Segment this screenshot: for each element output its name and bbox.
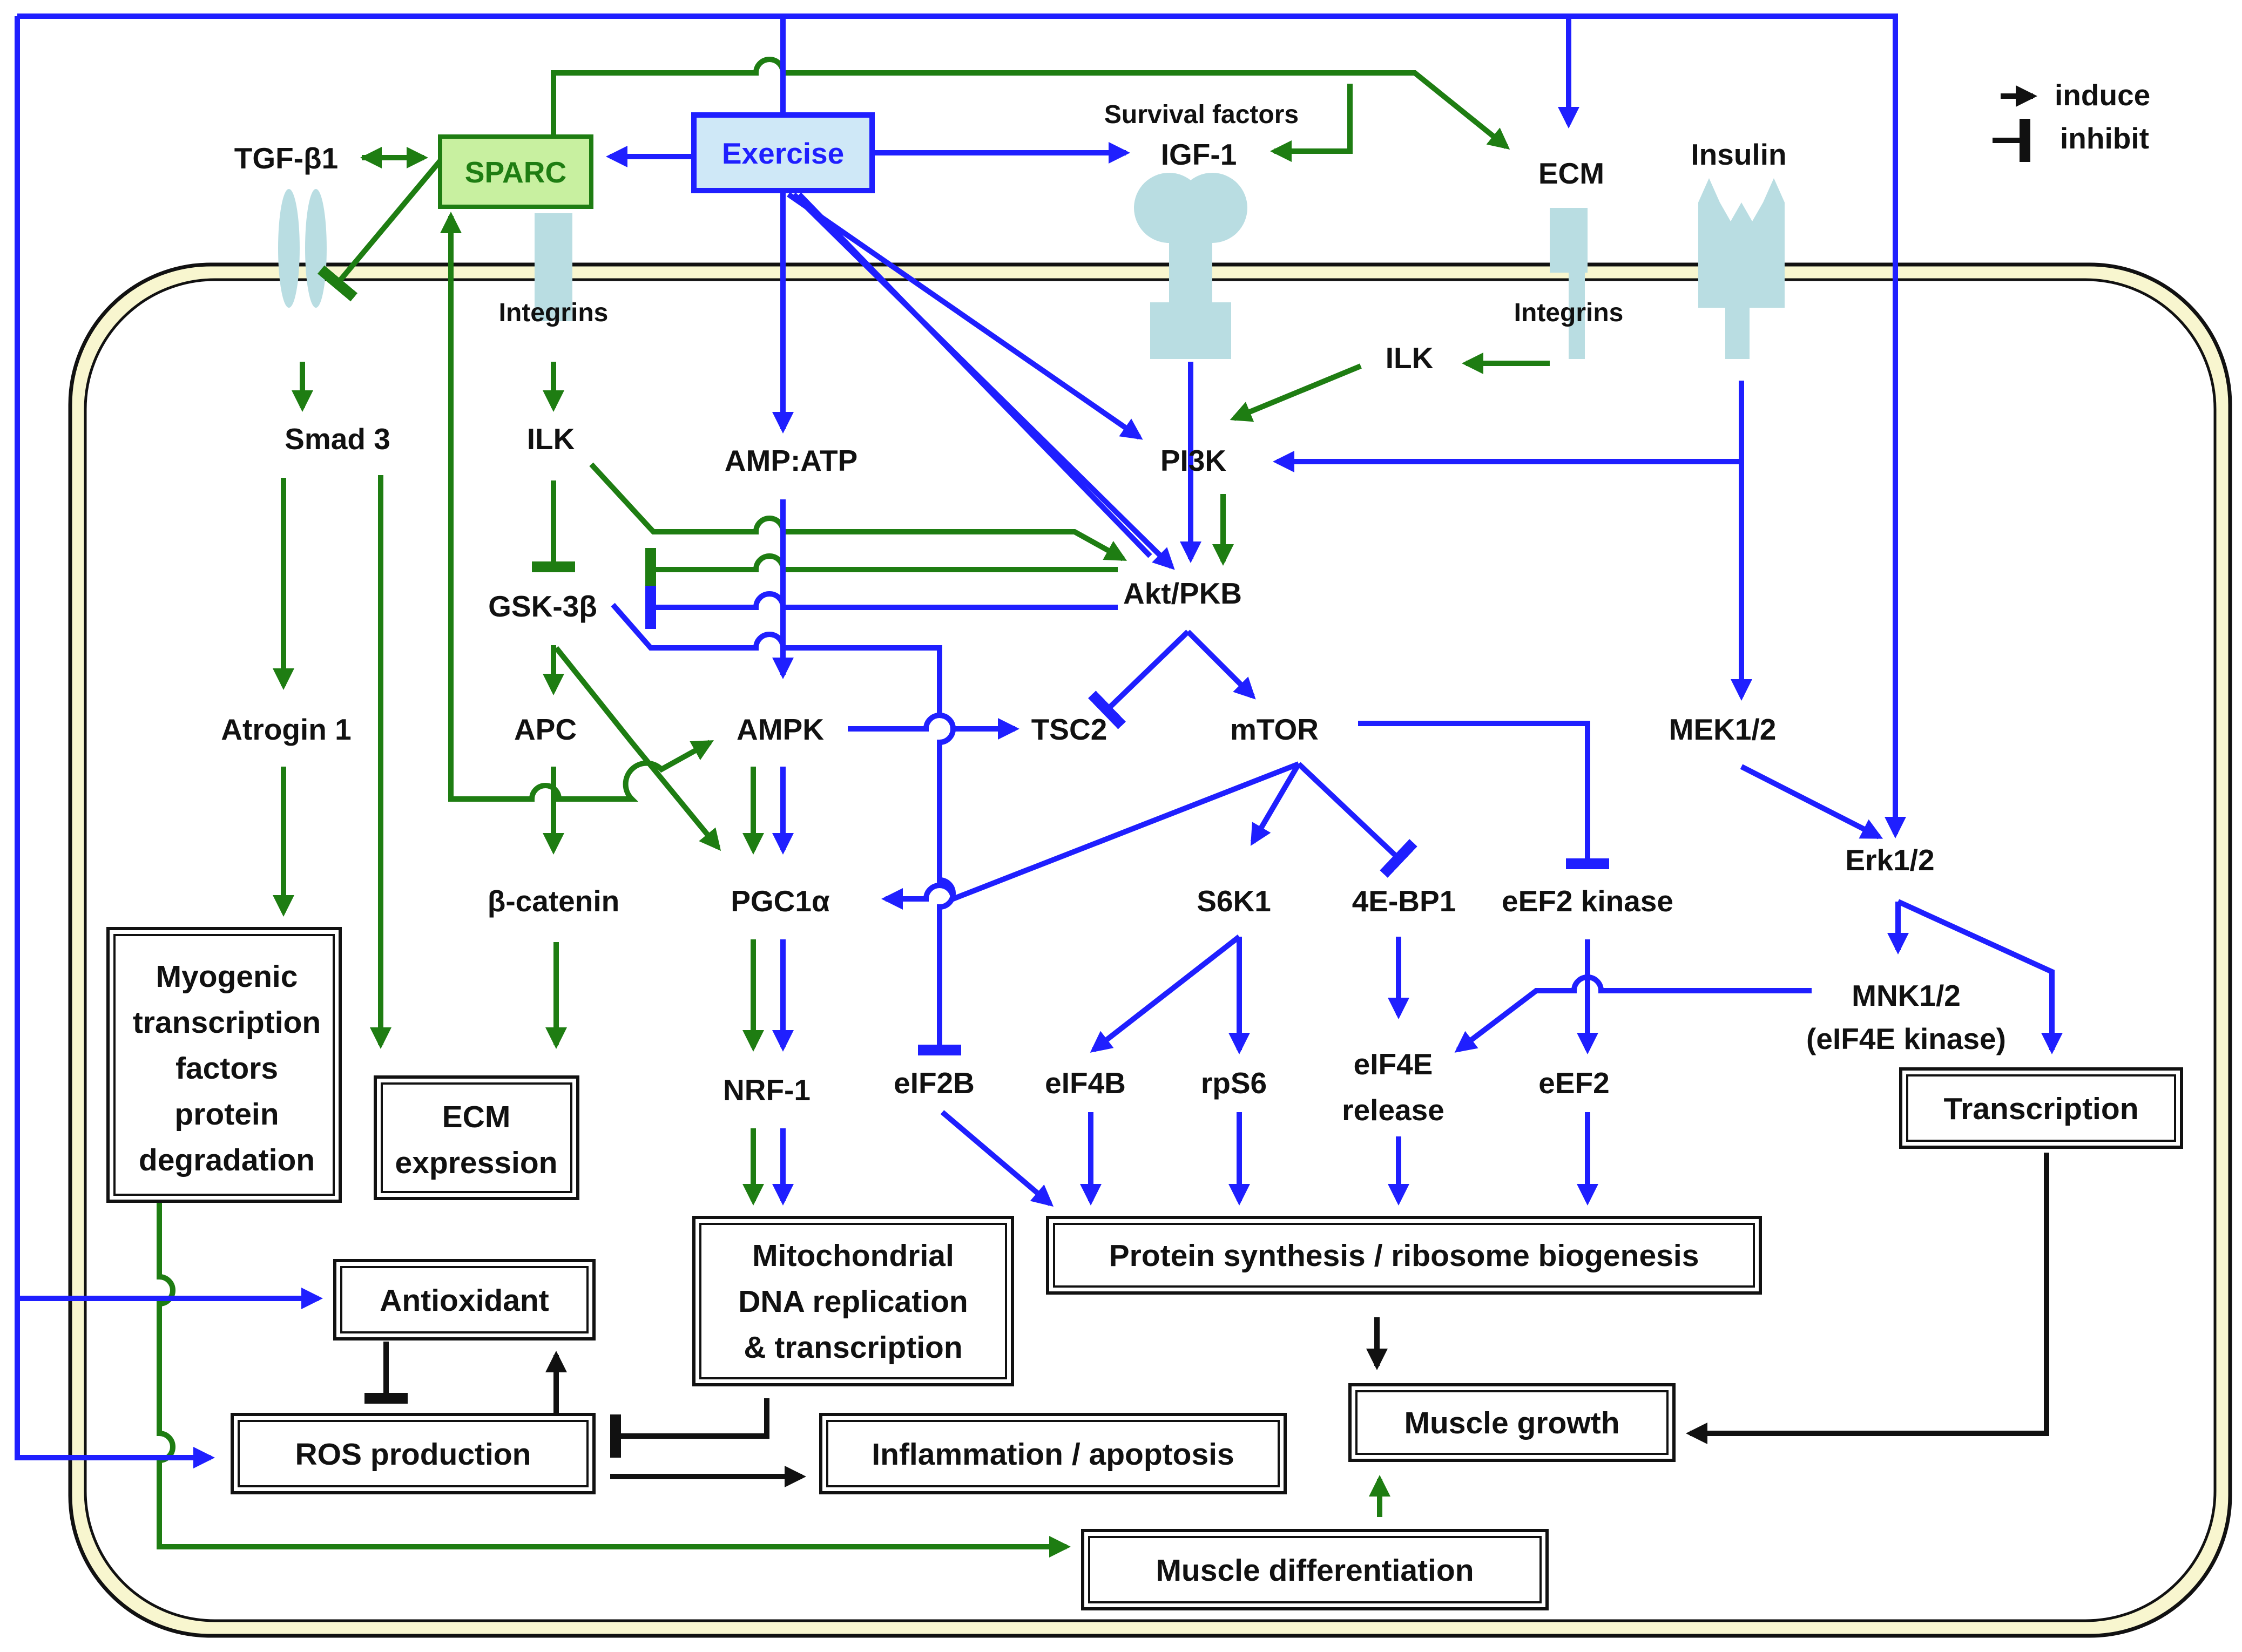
mitochondrial-box: [692, 1216, 1014, 1386]
protein-synthesis-label: Protein synthesis / ribosome biogenesis: [1109, 1238, 1699, 1273]
integrin-left-icon: [535, 213, 572, 321]
legend-induce-label: induce: [2055, 78, 2150, 112]
gsk3b-label: GSK-3β: [488, 590, 597, 623]
eif4b-label: eIF4B: [1045, 1066, 1126, 1100]
rps6-label: rpS6: [1201, 1066, 1267, 1100]
blue-arrows: [15, 13, 2063, 1468]
eif2b-label: eIF2B: [894, 1066, 975, 1100]
amp-atp-label: AMP:ATP: [725, 444, 857, 477]
igf1-label: IGF-1: [1161, 138, 1237, 171]
ampk-label: AMPK: [737, 713, 824, 746]
inflammation-box: [819, 1413, 1287, 1494]
ilk-left-label: ILK: [527, 422, 575, 456]
muscle-differentiation-label: Muscle differentiation: [1156, 1553, 1474, 1588]
muscle-differentiation-box: [1081, 1529, 1549, 1610]
eif4e-label-line2: release: [1342, 1093, 1444, 1127]
mtor-label: mTOR: [1230, 713, 1319, 746]
mitochondrial-line1: Mitochondrial: [752, 1238, 954, 1273]
myogenic-line4: protein: [174, 1097, 279, 1132]
integrin-right-stem-icon: [1569, 273, 1585, 359]
antioxidant-box: [333, 1259, 596, 1340]
bcatenin-label: β-catenin: [488, 884, 619, 918]
inflammation-label: Inflammation / apoptosis: [872, 1437, 1234, 1472]
akt-label: Akt/PKB: [1123, 577, 1242, 610]
pgc1a-label: PGC1α: [731, 884, 830, 918]
muscle-growth-box: [1348, 1383, 1676, 1462]
mek-label: MEK1/2: [1669, 713, 1777, 746]
s6k1-label: S6K1: [1197, 884, 1271, 918]
pi3k-label: PI3K: [1160, 444, 1227, 477]
myogenic-box: [106, 927, 342, 1203]
4ebp1-label: 4E-BP1: [1352, 884, 1456, 918]
ecm-expression-line1: ECM: [442, 1100, 511, 1134]
tsc2-label: TSC2: [1031, 713, 1108, 746]
muscle-growth-label: Muscle growth: [1404, 1406, 1619, 1440]
myogenic-line5: degradation: [139, 1143, 315, 1177]
ros-box: [231, 1413, 596, 1494]
box-labels: Myogenic transcription factors protein d…: [133, 959, 2139, 1588]
igf1-receptor-icon: [1134, 173, 1247, 359]
tgfb1-label: TGF-β1: [234, 141, 338, 175]
nrf1-label: NRF-1: [723, 1073, 811, 1107]
mitochondrial-line2: DNA replication: [738, 1284, 968, 1319]
legend: induce inhibit: [1993, 78, 2150, 162]
erk-label: Erk1/2: [1845, 843, 1934, 877]
insulin-receptor-icon: [1698, 178, 1785, 359]
eef2-label: eEF2: [1538, 1066, 1609, 1100]
legend-inhibit-label: inhibit: [2060, 121, 2149, 155]
myogenic-line1: Myogenic: [156, 959, 298, 994]
ros-label: ROS production: [295, 1437, 531, 1472]
mnk-label-line2: (eIF4E kinase): [1806, 1022, 2006, 1055]
antioxidant-label: Antioxidant: [380, 1283, 549, 1318]
integrins-left-label: Integrins: [499, 299, 609, 327]
smad3-label: Smad 3: [285, 422, 390, 456]
sparc-box: [438, 134, 593, 209]
ecm-expression-box: [374, 1075, 579, 1200]
myogenic-line3: factors: [175, 1051, 278, 1086]
sparc-label: SPARC: [465, 155, 566, 189]
atrogin1-label: Atrogin 1: [221, 713, 351, 746]
transcription-box: [1899, 1067, 2183, 1149]
node-labels: Exercise SPARC TGF-β1 Survival factors I…: [221, 100, 2006, 1127]
protein-synthesis-box: [1046, 1216, 1762, 1295]
apc-label: APC: [514, 713, 577, 746]
integrin-right-icon: [1550, 208, 1588, 273]
ecm-label: ECM: [1538, 157, 1604, 190]
integrins-right-label: Integrins: [1514, 299, 1624, 327]
black-arrows: [364, 1153, 2049, 1487]
mitochondrial-line3: & transcription: [744, 1330, 962, 1365]
insulin-label: Insulin: [1691, 138, 1786, 171]
exercise-label: Exercise: [722, 137, 844, 170]
myogenic-line2: transcription: [133, 1005, 321, 1040]
survival-factors-label: Survival factors: [1104, 100, 1299, 129]
ecm-expression-line2: expression: [395, 1146, 558, 1180]
transcription-label: Transcription: [1943, 1092, 2138, 1126]
eif4e-label-line1: eIF4E: [1354, 1047, 1433, 1081]
ilk-right-label: ILK: [1386, 341, 1434, 375]
mnk-label-line1: MNK1/2: [1852, 979, 1961, 1012]
eef2-kinase-label: eEF2 kinase: [1502, 884, 1673, 918]
